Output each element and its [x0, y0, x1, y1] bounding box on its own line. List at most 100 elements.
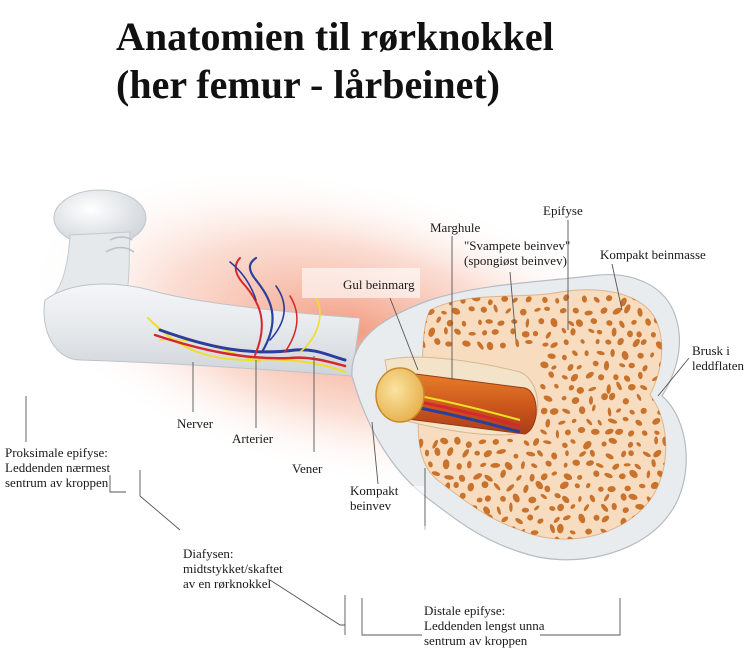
spongy-pore: [555, 298, 560, 304]
artery-line: [153, 333, 347, 368]
spongy-pore: [584, 350, 589, 357]
spongy-pore: [530, 530, 539, 536]
spongy-pore: [465, 441, 472, 448]
spongy-pore: [548, 371, 555, 378]
spongy-pore: [504, 462, 513, 470]
spongy-pore: [523, 440, 530, 446]
spongy-pore: [459, 492, 466, 500]
spongy-pore: [461, 320, 467, 327]
spongy-pore: [637, 371, 643, 380]
label-box-gul-beinmarg: [302, 268, 420, 298]
spongy-pore: [628, 430, 635, 437]
spongy-pore: [620, 297, 627, 307]
spongy-pore: [538, 318, 545, 325]
spongy-pore: [496, 449, 507, 455]
spongy-pore: [558, 420, 566, 425]
spongy-pore: [556, 523, 564, 534]
spongy-pore: [569, 530, 576, 535]
spongy-pore: [540, 407, 548, 415]
spongy-pore: [444, 475, 454, 480]
spongy-pore: [658, 538, 667, 547]
spongy-pore: [540, 493, 547, 500]
label-kompakt-beinmasse: Kompakt beinmasse: [600, 247, 706, 262]
spongy-pore: [462, 449, 470, 458]
spongy-pore: [525, 451, 536, 457]
spongy-pore: [500, 496, 506, 502]
spongy-pore: [499, 342, 506, 349]
spongy-pore: [611, 502, 617, 511]
spongy-pore: [604, 428, 614, 435]
vein-line: [158, 328, 347, 362]
spongy-pore: [506, 484, 515, 492]
spongy-pore: [596, 329, 603, 335]
label-diafysen-line1: Diafysen:: [183, 546, 234, 561]
spongy-pore: [571, 418, 577, 423]
spongy-pore: [593, 296, 600, 303]
spongy-pore: [501, 516, 509, 523]
spongy-pore: [576, 365, 582, 370]
label-gul-beinmarg: Gul beinmarg: [343, 277, 415, 292]
spongy-pore: [598, 374, 605, 381]
spongy-pore: [424, 449, 430, 457]
spongy-pore: [434, 338, 441, 345]
spongy-pore: [627, 441, 634, 448]
spongy-pore: [561, 354, 567, 361]
label-distale-line2: Leddenden lengst unna: [424, 618, 545, 633]
spongy-pore: [578, 496, 582, 502]
spongy-pore: [596, 350, 605, 356]
spongy-pore: [544, 306, 551, 311]
spongy-pore: [507, 438, 513, 443]
spongy-pore: [586, 418, 593, 426]
spongy-pore: [549, 524, 556, 534]
label-brusk-line1: Brusk i: [692, 343, 730, 358]
spongy-pore: [562, 495, 570, 504]
spongy-pore: [451, 307, 461, 315]
spongy-pore: [572, 350, 578, 357]
spongy-pore: [525, 318, 530, 328]
spongy-pore: [484, 474, 493, 482]
spongy-pore: [628, 362, 635, 369]
spongy-pore: [545, 418, 551, 428]
spongy-pore: [487, 299, 493, 306]
spongy-pore: [607, 407, 612, 417]
spongy-pore: [480, 462, 487, 468]
spongy-pore: [527, 514, 534, 521]
spongy-pore: [636, 393, 642, 401]
yellow-marrow-cap: [375, 367, 425, 423]
spongy-pore: [484, 495, 491, 502]
vessels-and-nerves: [147, 256, 347, 373]
spongy-pore: [550, 318, 558, 328]
spongy-pore: [428, 327, 436, 337]
spongy-pore: [578, 406, 586, 415]
spongy-pore: [601, 503, 609, 512]
spongy-pore: [468, 306, 475, 312]
spongy-pore: [640, 339, 647, 345]
spongy-pore: [654, 436, 659, 445]
spongy-pore: [447, 447, 454, 456]
label-box-kompakt-beinvev: [316, 486, 424, 520]
spongy-pore: [570, 328, 576, 336]
spongy-pore: [445, 341, 453, 347]
spongy-pore: [636, 331, 642, 338]
spongy-pore: [467, 482, 475, 492]
spongy-pore: [476, 497, 483, 503]
spongy-pore: [562, 515, 571, 521]
spongy-pore: [646, 470, 651, 479]
spongy-pore: [577, 426, 586, 434]
spongy-pore: [667, 518, 677, 526]
spongy-pore: [483, 450, 492, 458]
label-kompakt-beinvev-line2: beinvev: [350, 498, 392, 513]
spongy-pore: [442, 459, 450, 470]
spongy-pore: [549, 506, 556, 511]
spongy-pore: [586, 483, 591, 489]
spongy-pore: [474, 450, 480, 456]
spongy-pore: [613, 374, 619, 381]
spongy-pore: [583, 440, 592, 450]
spongy-pore: [559, 481, 569, 490]
spongy-pore: [477, 341, 484, 350]
spongy-pore: [628, 493, 638, 500]
spongy-pore: [491, 329, 499, 335]
spongy-pore: [563, 473, 573, 481]
spongy-pore: [640, 407, 647, 414]
spongy-pore: [604, 472, 613, 479]
